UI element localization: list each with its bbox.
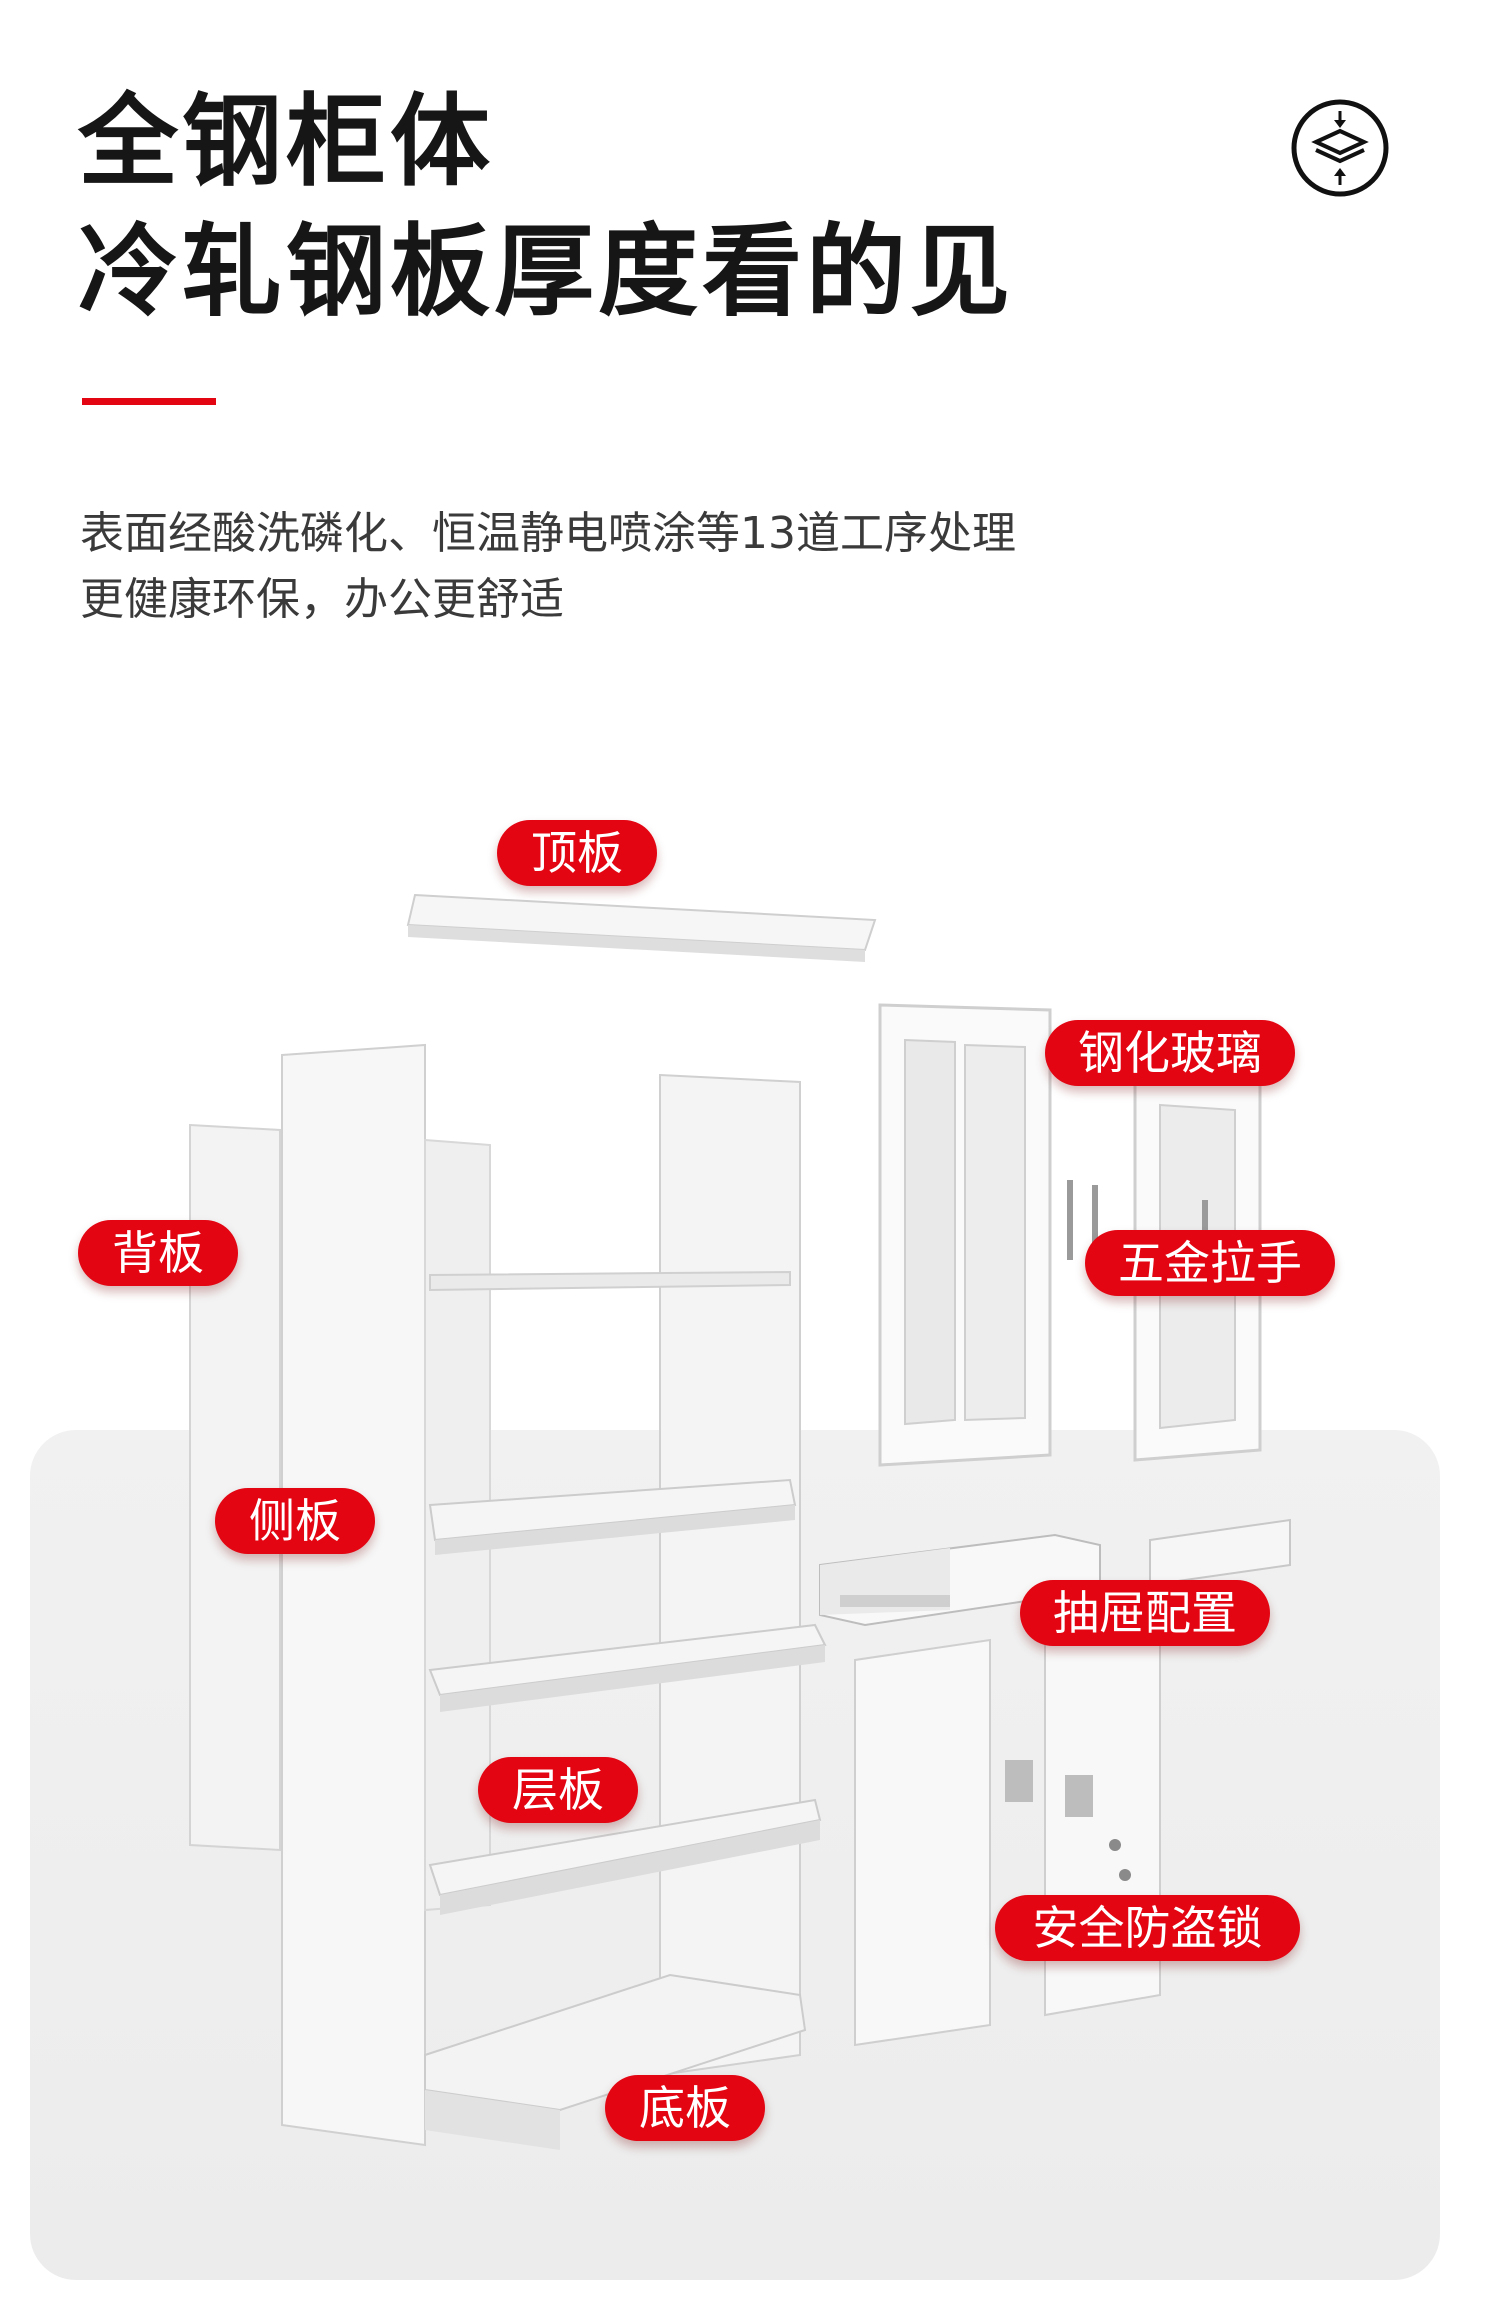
label-hardware-handle: 五金拉手: [1085, 1230, 1335, 1296]
label-top-panel: 顶板: [497, 820, 657, 886]
page-subtitle: 冷轧钢板厚度看的见: [78, 213, 1014, 330]
page-title: 全钢柜体: [78, 83, 494, 200]
label-back-panel: 背板: [78, 1220, 238, 1286]
label-shelf: 层板: [478, 1757, 638, 1823]
label-side-panel: 侧板: [215, 1488, 375, 1554]
label-bottom-panel: 底板: [605, 2075, 765, 2141]
label-drawer: 抽屉配置: [1020, 1580, 1270, 1646]
title-underline: [82, 398, 216, 405]
label-security-lock: 安全防盗锁: [995, 1895, 1300, 1961]
label-tempered-glass: 钢化玻璃: [1045, 1020, 1295, 1086]
description-line-1: 表面经酸洗磷化、恒温静电喷涂等13道工序处理: [80, 508, 1016, 559]
layered-steel-icon: [1291, 99, 1389, 197]
description-line-2: 更健康环保，办公更舒适: [80, 574, 564, 625]
